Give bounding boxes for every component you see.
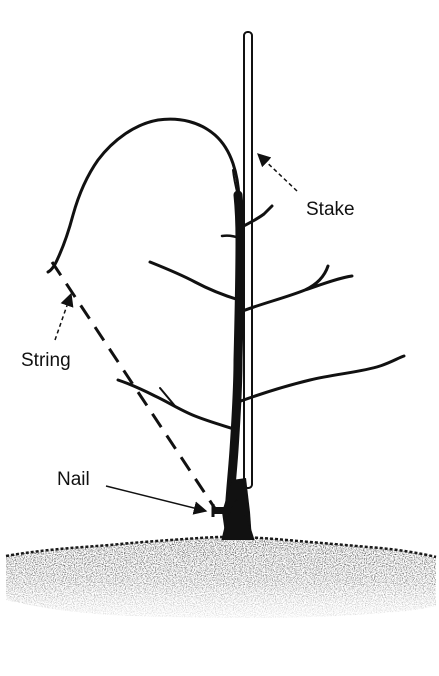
string-label: String bbox=[21, 350, 71, 371]
nail-label: Nail bbox=[57, 469, 90, 490]
nail-pointer bbox=[106, 486, 206, 511]
string-pointer bbox=[55, 294, 71, 340]
lower-right-branch bbox=[238, 356, 404, 402]
stake-pointer bbox=[258, 154, 297, 191]
stake bbox=[244, 32, 252, 488]
tree bbox=[48, 119, 404, 540]
arching-branch bbox=[48, 119, 239, 272]
mid-left-branch bbox=[150, 262, 239, 300]
mid-right-branch bbox=[240, 266, 352, 312]
stake-label: Stake bbox=[306, 199, 355, 220]
lower-left-branch bbox=[118, 380, 237, 430]
soil-mound bbox=[6, 537, 436, 618]
